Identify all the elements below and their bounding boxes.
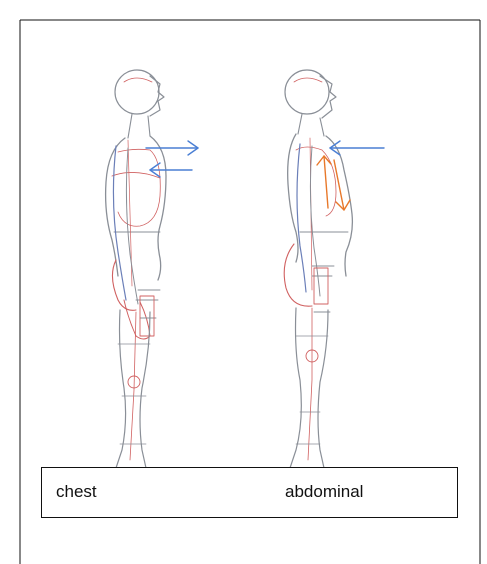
caption-chest: chest (56, 482, 97, 502)
arrow-left-icon (150, 163, 192, 177)
caption-box: chest abdominal (41, 467, 458, 518)
hand-right (312, 266, 334, 312)
caption-abdominal: abdominal (285, 482, 363, 502)
head-left (115, 70, 164, 116)
neck-left (128, 114, 150, 138)
legs-right (284, 308, 328, 470)
chest-arrows (146, 141, 198, 177)
arrow-left-icon (330, 141, 384, 155)
figure-chest (106, 70, 166, 470)
head-right (285, 70, 336, 118)
arm-right (297, 144, 320, 296)
arrow-up-icon (317, 156, 331, 208)
figure-abdominal (284, 70, 352, 470)
legs-left (110, 310, 150, 470)
hand-left (136, 290, 160, 336)
abdominal-arrows (317, 141, 384, 210)
arrow-right-icon (146, 141, 198, 155)
neck-right (298, 114, 324, 136)
